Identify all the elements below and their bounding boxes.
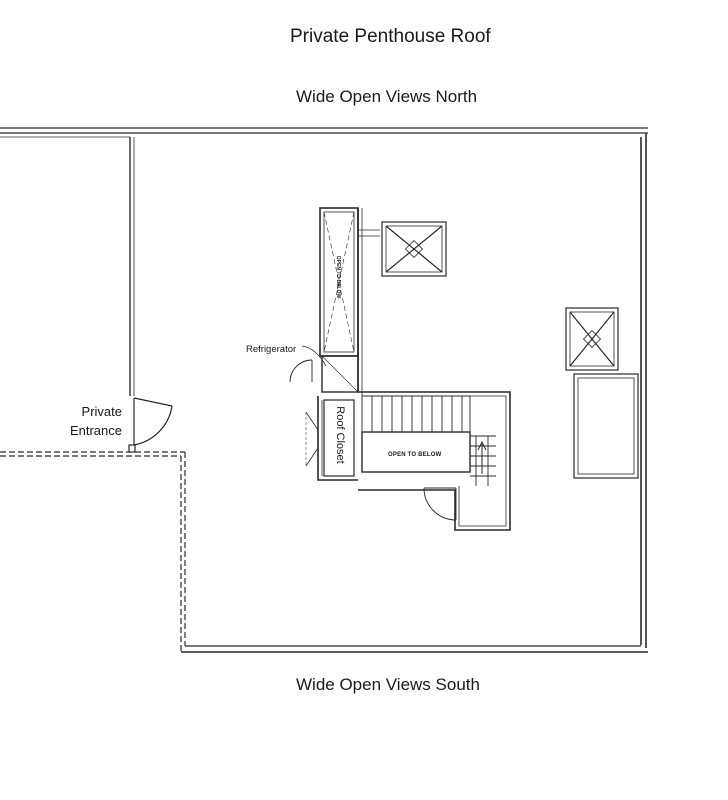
refrigerator-box <box>289 345 359 393</box>
bottom-wall <box>181 645 648 653</box>
left-parapet <box>129 137 135 396</box>
refrigerator-label: Refrigerator <box>246 344 297 355</box>
entrance-door-swing <box>128 397 173 453</box>
south-views-label: Wide Open Views South <box>296 675 480 694</box>
top-wall <box>0 127 648 138</box>
page-title: Private Penthouse Roof <box>290 26 491 47</box>
shaft-open-to-below-text: OPEN TO BELOW <box>335 255 341 299</box>
skylight-east <box>565 307 619 371</box>
roof-closet-text: Roof Closet <box>334 406 346 464</box>
stair-treads <box>361 395 496 486</box>
entrance-label-line1: Private <box>81 404 122 419</box>
shaft-open-to-below-label: OPEN TO BELOW <box>326 256 350 298</box>
entrance-label-line2: Entrance <box>69 423 122 438</box>
stair-core <box>305 208 511 531</box>
entrance-label: Private Entrance <box>62 402 122 440</box>
roof-hatch <box>573 373 639 479</box>
stair-door-swing <box>423 487 457 521</box>
skylight-north <box>381 221 447 277</box>
stair-open-to-below-label: OPEN TO BELOW <box>388 452 442 458</box>
right-wall <box>640 133 647 648</box>
roof-closet-label: Roof Closet <box>332 402 348 468</box>
north-views-label: Wide Open Views North <box>296 87 478 106</box>
lower-left-boundary <box>0 451 186 652</box>
